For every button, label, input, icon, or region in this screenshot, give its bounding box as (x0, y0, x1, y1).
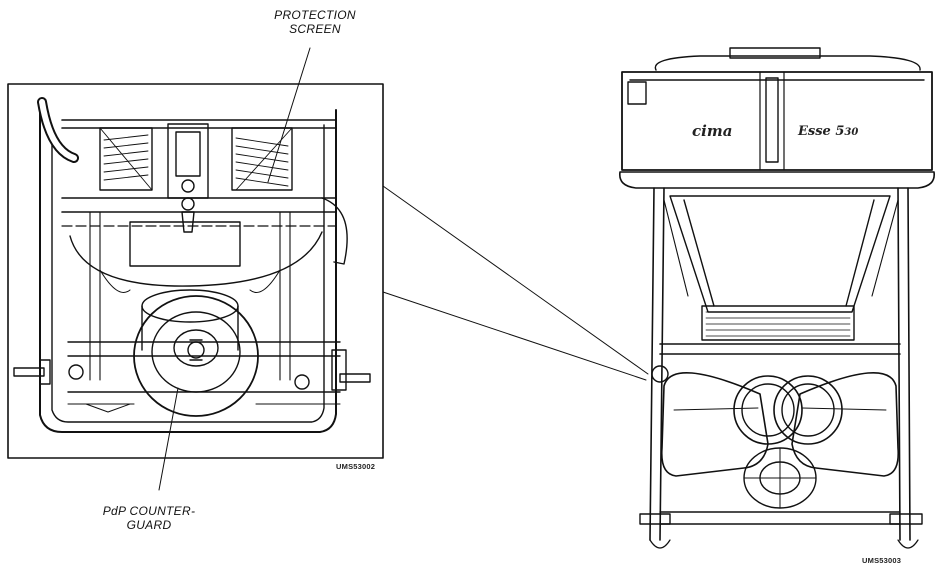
protection-screen-label-line1: PROTECTION (274, 8, 356, 22)
overview-figure-code: UMS53003 (862, 556, 902, 565)
detail-figure-code: UMS53002 (336, 462, 376, 471)
protection-screen-label-line2: SCREEN (289, 22, 341, 36)
detail-view (7, 47, 384, 491)
machine-model-name: Esse 5 (798, 124, 845, 139)
pdp-counter-guard-label: PdP COUNTER- GUARD (92, 504, 206, 532)
zoom-line-upper (382, 185, 649, 375)
protection-screen-label: PROTECTION SCREEN (262, 8, 368, 36)
machine-model: Esse 530 (798, 124, 858, 139)
overview-view (619, 47, 935, 549)
protection-screen-leader (267, 47, 311, 183)
pdp-counter-guard-label-line2: GUARD (126, 518, 172, 532)
detail-frame (7, 83, 384, 459)
pdp-counter-guard-label-line1: PdP COUNTER- (102, 504, 196, 518)
machine-brand: cima (692, 122, 733, 140)
pdp-leader (158, 387, 179, 491)
machine-model-suffix: 30 (844, 127, 859, 138)
zoom-line-lower (382, 291, 647, 381)
